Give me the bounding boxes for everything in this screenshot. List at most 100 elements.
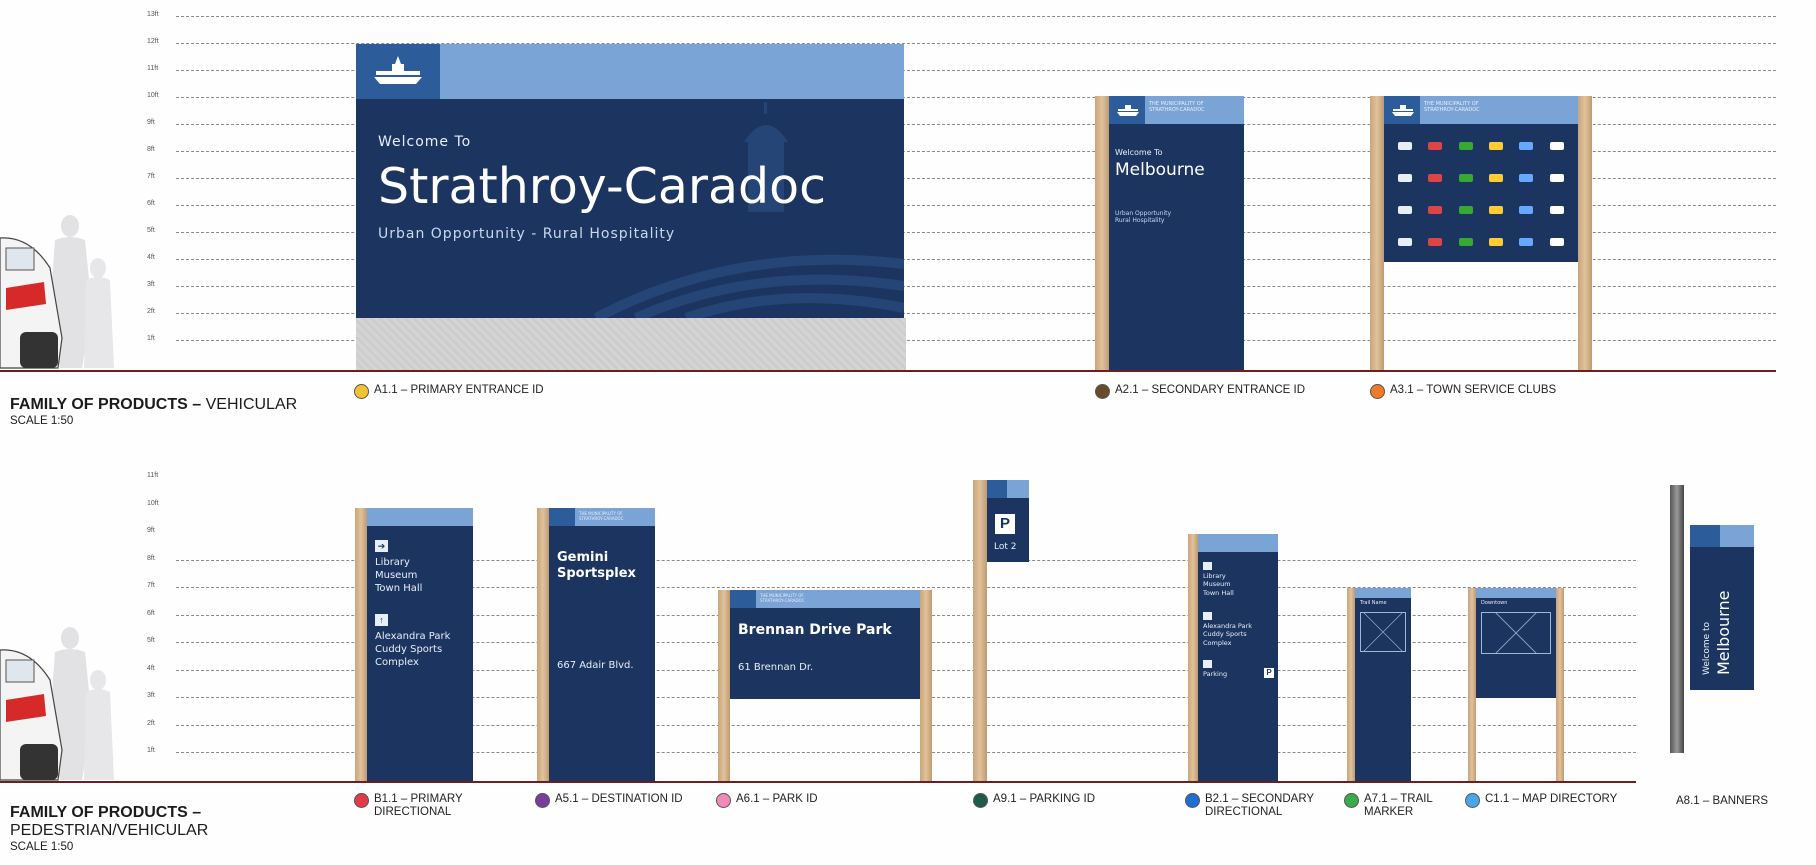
pedestrian-legend-label: A7.1 – TRAIL MARKER [1364, 793, 1433, 818]
a2-town-name: Melbourne [1115, 160, 1205, 180]
municipal-logo-icon [1117, 105, 1139, 116]
a7-trail-map [1360, 612, 1406, 652]
family-title-bold: FAMILY OF PRODUCTS – [10, 804, 202, 821]
vehicular-tick-label: 7ft [147, 173, 155, 180]
b1-destinations-group1: Library Museum Town Hall [375, 557, 423, 594]
a2-tagline: Urban Opportunity Rural Hospitality [1115, 210, 1172, 225]
vehicular-tick-label: 10ft [147, 92, 159, 99]
b1-primary-directional-sign: ➔ Library Museum Town Hall ↑ Alexandra P… [367, 508, 473, 781]
vehicular-tick-label: 13ft [147, 11, 159, 18]
service-club-logo-icon [1489, 206, 1504, 214]
vehicular-ground-line [0, 370, 1776, 372]
vehicular-grid-line [176, 124, 1776, 125]
pedestrian-legend-label: B2.1 – SECONDARY DIRECTIONAL [1205, 793, 1315, 818]
pedestrian-grid-line [176, 724, 1636, 726]
a9-parking-id-sign: P Lot 2 [987, 480, 1029, 562]
a1-building-silhouette [744, 102, 788, 212]
scale-label: SCALE 1:50 [10, 841, 74, 853]
a9-post [973, 480, 987, 781]
vehicular-grid-line [176, 178, 1776, 179]
service-club-logo-icon [1519, 142, 1534, 150]
vehicular-tick-label: 9ft [147, 119, 155, 126]
legend-color-dot-icon [1465, 793, 1480, 808]
parking-p-icon: P [1264, 668, 1274, 678]
b2-destinations-group2: Alexandra Park Cuddy Sports Complex [1203, 622, 1252, 647]
a6-park-id-sign: THE MUNICIPALITY OF STRATHROY-CARADOC Br… [730, 590, 920, 699]
a5-destination-id-sign: THE MUNICIPALITY OF STRATHROY-CARADOC Ge… [549, 508, 655, 781]
pedestrian-legend-label: B1.1 – PRIMARY DIRECTIONAL [374, 793, 463, 818]
b2-parking-label: Parking [1203, 670, 1228, 678]
service-club-logo-icon [1489, 174, 1504, 182]
vehicular-tick-label: 12ft [147, 38, 159, 45]
pedestrian-tick-label: 9ft [147, 527, 155, 534]
pedestrian-ground-line [0, 781, 1636, 783]
a8-banner: Welcome to Melbourne [1690, 525, 1754, 690]
a8-welcome-text: Welcome to [1702, 621, 1712, 675]
legend-color-dot-icon [535, 793, 550, 808]
parking-p-icon: P [995, 514, 1015, 534]
pedestrian-legend-item: A6.1 – PARK ID [716, 793, 818, 808]
pedestrian-tick-label: 2ft [147, 719, 155, 727]
service-club-logo-icon [1549, 142, 1564, 150]
vehicular-grid-line [176, 205, 1776, 206]
legend-color-dot-icon [716, 793, 731, 808]
a7-post [1347, 588, 1355, 781]
pedestrian-legend-item: A8.1 – BANNERS [1676, 795, 1768, 808]
legend-color-dot-icon [1370, 384, 1385, 399]
family-title-bold: FAMILY OF PRODUCTS – [10, 396, 202, 413]
legend-color-dot-icon [1344, 793, 1359, 808]
legend-color-dot-icon [973, 793, 988, 808]
arrow-up-icon [1203, 612, 1212, 620]
b1-post [355, 508, 367, 781]
legend-color-dot-icon [354, 793, 369, 808]
a1-town-name: Strathroy-Caradoc [378, 158, 827, 215]
service-club-logo-icon [1458, 142, 1473, 150]
service-club-logo-icon [1519, 206, 1534, 214]
pedestrian-grid-line [176, 587, 1636, 588]
pedestrian-family-title: FAMILY OF PRODUCTS – PEDESTRIAN/VEHICULA… [10, 804, 208, 853]
a2-welcome-text: Welcome To [1115, 148, 1163, 157]
pedestrian-tick-label: 7ft [147, 582, 155, 589]
a1-concrete-base [356, 318, 906, 370]
b1-destinations-group2: Alexandra Park Cuddy Sports Complex [375, 631, 451, 668]
service-club-logo-icon [1428, 206, 1443, 214]
service-club-logo-icon [1428, 174, 1443, 182]
pedestrian-legend-item: B1.1 – PRIMARY DIRECTIONAL [354, 793, 463, 818]
service-club-logo-icon [1519, 238, 1534, 246]
service-club-logo-icon [1428, 142, 1443, 150]
vehicular-person-car-silhouette [0, 215, 114, 369]
service-club-logo-icon [1398, 238, 1413, 246]
vehicular-grid-line [176, 313, 1776, 314]
family-title-normal: PEDESTRIAN/VEHICULAR [10, 822, 209, 839]
municipal-logo-icon [1392, 105, 1414, 116]
a1-welcome-text: Welcome To [378, 134, 472, 150]
pedestrian-legend-item: A9.1 – PARKING ID [973, 793, 1095, 808]
vehicular-legend-label: A1.1 – PRIMARY ENTRANCE ID [374, 384, 544, 396]
pedestrian-legend-item: A5.1 – DESTINATION ID [535, 793, 683, 808]
c1-map-title: Downtown [1481, 600, 1508, 606]
a6-address: 61 Brennan Dr. [738, 662, 814, 673]
a3-header-text: THE MUNICIPALITY OF STRATHROY-CARADOC [1424, 101, 1480, 113]
vehicular-grid-line [176, 43, 1776, 44]
vehicular-legend-label: A3.1 – TOWN SERVICE CLUBS [1390, 384, 1557, 396]
b2-post [1188, 534, 1198, 781]
service-club-logo-icon [1489, 142, 1504, 150]
service-club-logo-icon [1398, 142, 1413, 150]
c1-right-post [1556, 588, 1564, 781]
pedestrian-legend-label: A5.1 – DESTINATION ID [555, 793, 683, 805]
vehicular-grid-line [176, 259, 1776, 260]
service-club-logo-icon [1549, 174, 1564, 182]
a8-banner-text: Welcome to Melbourne [1696, 591, 1734, 675]
pedestrian-tick-label: 1ft [147, 747, 155, 754]
arrow-up-icon: ↑ [375, 614, 388, 626]
a2-secondary-entrance-sign: THE MUNICIPALITY OF STRATHROY-CARADOC We… [1109, 96, 1244, 370]
arrow-right-icon [1203, 562, 1212, 570]
a8-town-name: Melbourne [1714, 590, 1733, 675]
pedestrian-tick-label: 3ft [147, 692, 155, 699]
vehicular-grid-line [176, 151, 1776, 152]
legend-color-dot-icon [1095, 384, 1110, 399]
pedestrian-legend-label: C1.1 – MAP DIRECTORY [1485, 793, 1618, 805]
service-club-logo-icon [1489, 238, 1504, 246]
c1-left-post [1468, 588, 1476, 781]
